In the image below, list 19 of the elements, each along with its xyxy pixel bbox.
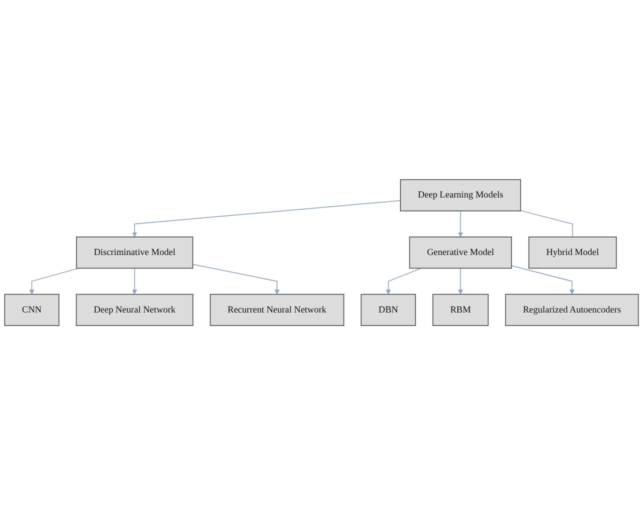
node-box: Hybrid Model [528,236,617,270]
arrow [132,200,401,238]
node-box: DBN [360,294,416,326]
node-box: Regularized Autoencoders [505,294,639,326]
node-box: RBM [432,294,489,326]
connector [520,210,574,238]
node-box: Deep Neural Network [76,294,194,326]
arrow [192,264,280,295]
arrow [511,266,575,295]
arrow [458,268,464,295]
node-box: Discriminative Model [76,236,194,270]
arrow [458,210,464,238]
node-box: Generative Model [409,236,512,270]
node-box: Deep Learning Models [400,180,522,212]
node-box: CNN [4,294,60,326]
arrow [132,268,138,295]
arrow [386,268,422,295]
arrow [29,268,79,295]
node-box: Recurrent Neural Network [210,294,344,326]
